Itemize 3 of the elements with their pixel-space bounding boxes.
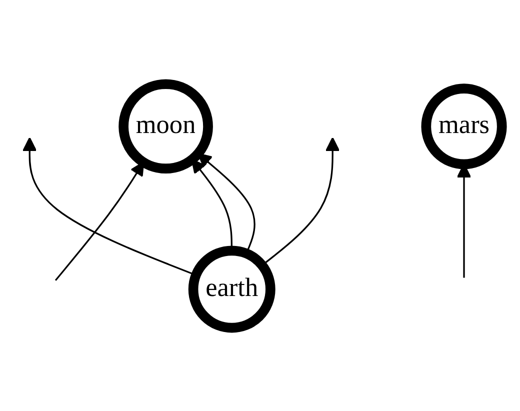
node-circle: mars xyxy=(421,83,507,169)
node-circle: moon xyxy=(118,78,213,174)
node-circle: earth xyxy=(188,245,276,332)
